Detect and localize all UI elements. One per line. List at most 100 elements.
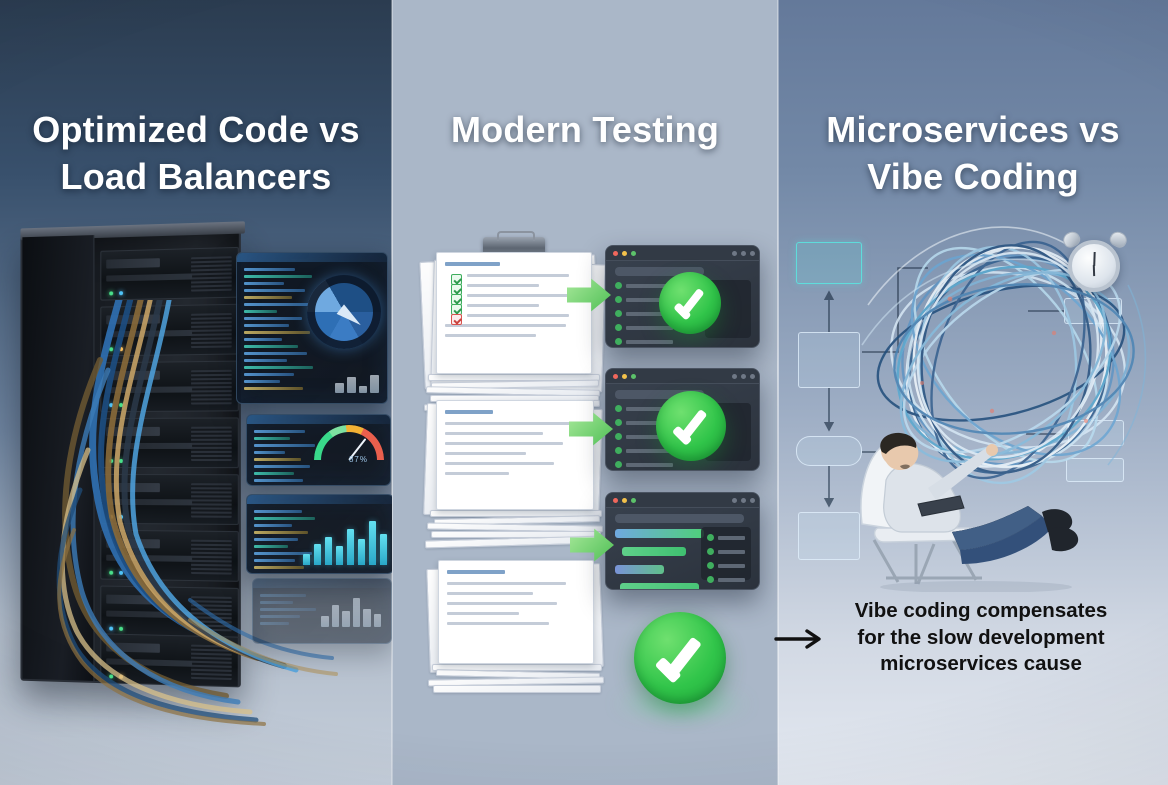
close-icon[interactable]: [613, 251, 618, 256]
maximize-icon[interactable]: [631, 498, 636, 503]
maximize-icon[interactable]: [631, 374, 636, 379]
pass-check-badge: [659, 272, 721, 334]
panel-title-modern-testing: Modern Testing: [392, 107, 778, 154]
progress-bar-group: [615, 529, 704, 589]
panel-divider-1: [391, 0, 393, 785]
list-item: [615, 419, 674, 426]
server-bay: [100, 633, 239, 688]
title-line-2: Load Balancers: [60, 155, 332, 197]
list-item: [615, 310, 674, 317]
menu-icon[interactable]: [732, 374, 737, 379]
more-icon[interactable]: [750, 498, 755, 503]
list-item: [615, 338, 674, 345]
search-field[interactable]: [615, 390, 704, 399]
green-check-badge: [634, 612, 726, 704]
list-item: [615, 461, 674, 468]
test-progress-window-3[interactable]: [605, 492, 760, 590]
minimize-icon[interactable]: [622, 498, 627, 503]
minimize-icon[interactable]: [622, 374, 627, 379]
vibe-coding-caption: Vibe coding compensates for the slow dev…: [826, 598, 1136, 678]
flow-node-middle: [796, 436, 862, 466]
speedometer-gauge: [314, 425, 384, 460]
spec-form: [438, 560, 594, 664]
test-result-window-2[interactable]: [605, 368, 760, 471]
server-bay: [100, 473, 239, 525]
radial-dial-widget: [307, 275, 381, 349]
flow-node-right-3: [1066, 458, 1124, 482]
server-rack: [20, 221, 245, 688]
flow-node-top: [796, 242, 862, 284]
caption-arrow-icon: [774, 629, 821, 649]
checklist-form: [436, 252, 592, 374]
flow-node-bottom: [798, 512, 860, 560]
panel-modern-testing: [392, 0, 778, 785]
status-list-panel: [700, 527, 751, 583]
test-case-list: [615, 282, 674, 347]
list-item: [706, 576, 745, 583]
rack-side-wall: [22, 235, 95, 681]
test-result-window-1[interactable]: [605, 245, 760, 348]
search-field[interactable]: [615, 514, 744, 523]
minimize-icon[interactable]: [622, 251, 627, 256]
flow-node-bars: [798, 332, 860, 388]
title-line-1: Microservices vs: [826, 109, 1120, 150]
caption-line-3: microservices cause: [880, 652, 1082, 676]
list-item: [615, 282, 674, 289]
clipboard-paper-stack: [419, 231, 606, 412]
progress-bar: [615, 565, 664, 574]
progress-bar: [615, 529, 704, 538]
list-item: [706, 534, 745, 541]
code-barchart-screen: [246, 494, 392, 574]
window-titlebar: [606, 369, 759, 384]
paper-stack-bottom: [426, 560, 605, 702]
panel-title-microservices: Microservices vs Vibe Coding: [778, 107, 1168, 201]
pass-check-badge: [656, 391, 726, 461]
more-icon[interactable]: [750, 374, 755, 379]
test-case-list: [615, 405, 674, 470]
close-icon[interactable]: [613, 498, 618, 503]
panel-microservices: [778, 0, 1168, 785]
server-bay: [100, 585, 239, 639]
window-titlebar: [606, 493, 759, 508]
server-bay: [100, 360, 239, 413]
caption-line-1: Vibe coding compensates: [854, 599, 1108, 622]
panel-title-optimized-code: Optimized Code vs Load Balancers: [0, 107, 392, 201]
options-icon[interactable]: [741, 498, 746, 503]
menu-icon[interactable]: [732, 498, 737, 503]
progress-bar: [620, 583, 699, 589]
server-bay: [100, 529, 239, 582]
code-gauge-screen: [236, 252, 388, 404]
reclining-developer: [860, 432, 1079, 592]
server-bay: [100, 303, 239, 357]
bar-chart-widget: [303, 519, 387, 565]
list-item: [706, 562, 745, 569]
title-line-1: Optimized Code vs: [32, 109, 360, 150]
server-bay: [100, 417, 239, 469]
service-tangle: [861, 226, 1147, 485]
alarm-clock: [1060, 228, 1130, 292]
paper-stack-middle: [423, 400, 604, 550]
code-speedometer-screen: 87%: [246, 414, 391, 486]
panel-divider-2: [777, 0, 779, 785]
search-field[interactable]: [615, 267, 704, 276]
maximize-icon[interactable]: [631, 251, 636, 256]
title-line-2: Vibe Coding: [867, 155, 1079, 197]
more-icon[interactable]: [750, 251, 755, 256]
faded-metrics-screen: [252, 578, 392, 644]
title-line-1: Modern Testing: [450, 109, 720, 150]
list-item: [615, 447, 674, 454]
dial-mini-bars: [335, 373, 379, 393]
clock-face: [1068, 240, 1120, 292]
close-icon[interactable]: [613, 374, 618, 379]
metrics-mini-bars: [321, 593, 381, 627]
window-titlebar: [606, 246, 759, 261]
options-icon[interactable]: [741, 374, 746, 379]
report-form: [436, 400, 594, 510]
gauge-value-label: 87%: [348, 455, 368, 464]
caption-line-2: for the slow development: [857, 625, 1105, 649]
list-item: [615, 296, 674, 303]
list-item: [615, 433, 674, 440]
options-icon[interactable]: [741, 251, 746, 256]
menu-icon[interactable]: [732, 251, 737, 256]
